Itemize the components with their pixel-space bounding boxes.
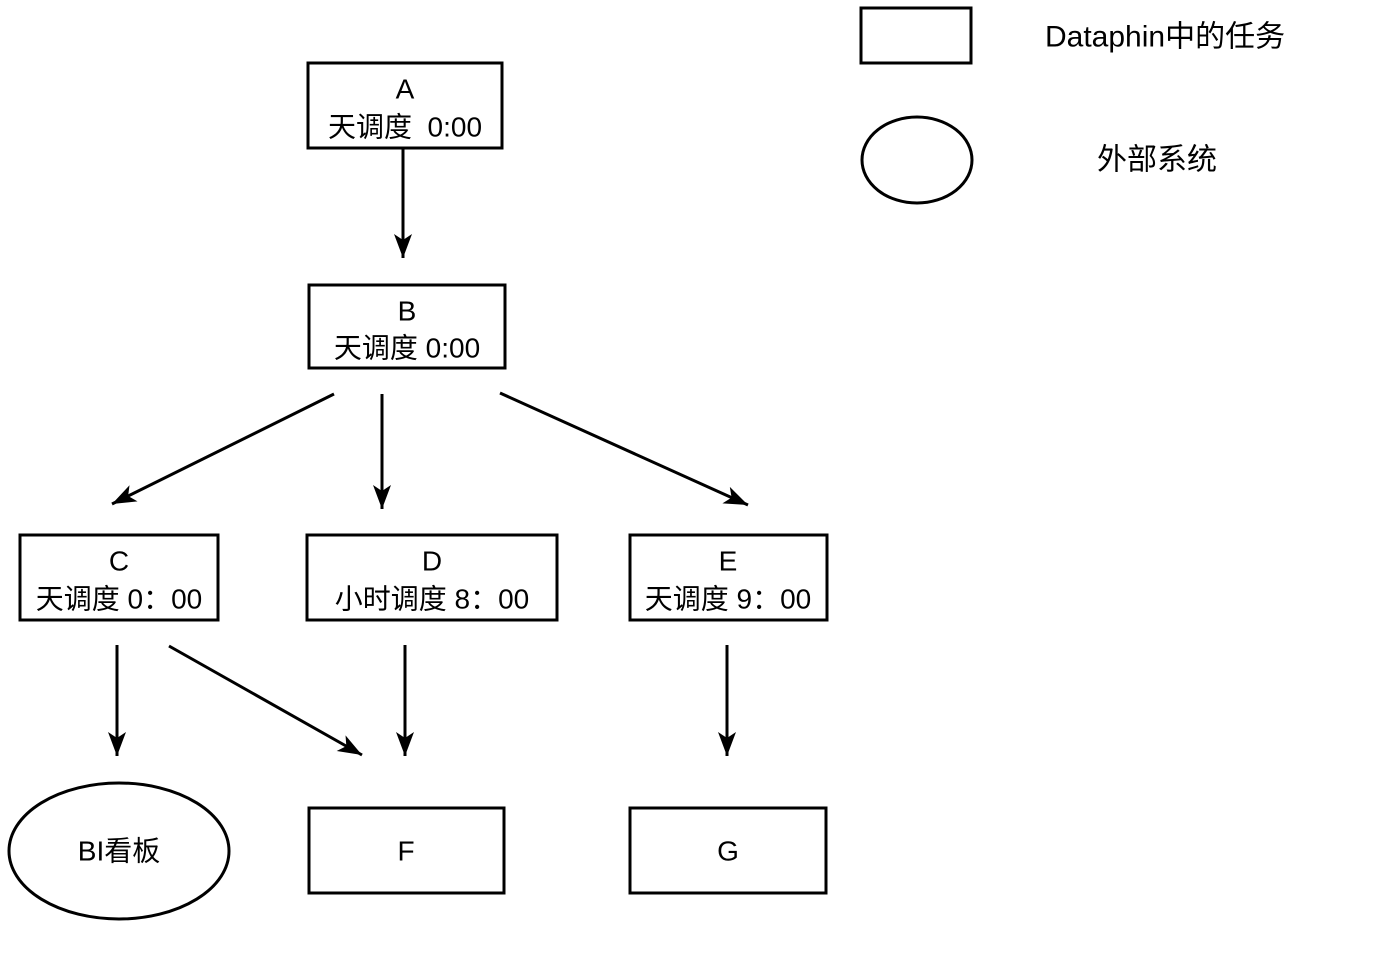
legend-task-label: Dataphin中的任务 xyxy=(1045,21,1285,54)
edge-b-to-e xyxy=(499,391,749,507)
node-g-label: G xyxy=(717,836,739,867)
node-c-schedule: 天调度 0：00 xyxy=(36,584,203,615)
node-e-label: E xyxy=(719,546,738,577)
node-g: G xyxy=(628,806,828,895)
node-e: E 天调度 9：00 xyxy=(628,533,829,622)
node-bi-label: BI看板 xyxy=(78,836,160,867)
edge-c-to-f xyxy=(168,644,363,757)
node-a-box xyxy=(306,61,504,150)
node-f-box xyxy=(307,806,506,895)
node-d: D 小时调度 8：00 xyxy=(305,533,559,622)
node-c: C 天调度 0：00 xyxy=(18,533,220,622)
node-b-label: B xyxy=(398,296,417,327)
edge-b-to-c xyxy=(111,392,335,506)
node-d-box xyxy=(305,533,559,622)
node-a-label: A xyxy=(396,74,415,105)
node-b-schedule: 天调度 0:00 xyxy=(334,333,480,364)
node-b: B 天调度 0:00 xyxy=(307,283,507,370)
legend-task-rectangle xyxy=(859,6,973,65)
node-b-box xyxy=(307,283,507,370)
legend-external-label: 外部系统 xyxy=(1097,144,1217,177)
node-f-label: F xyxy=(397,836,414,867)
node-a: A 天调度 0:00 xyxy=(306,61,504,150)
node-d-schedule: 小时调度 8：00 xyxy=(335,584,530,615)
node-c-box xyxy=(18,533,220,622)
node-f: F xyxy=(307,806,506,895)
legend-external-ellipse xyxy=(860,115,974,205)
node-c-label: C xyxy=(109,546,129,577)
node-bi-dashboard: BI看板 xyxy=(7,781,231,921)
node-bi-ellipse xyxy=(7,781,231,921)
node-g-box xyxy=(628,806,828,895)
node-e-schedule: 天调度 9：00 xyxy=(645,584,812,615)
node-e-box xyxy=(628,533,829,622)
edges xyxy=(108,148,749,757)
legend: Dataphin中的任务 外部系统 xyxy=(859,6,1285,205)
node-d-label: D xyxy=(422,546,442,577)
node-a-schedule: 天调度 0:00 xyxy=(328,112,482,143)
